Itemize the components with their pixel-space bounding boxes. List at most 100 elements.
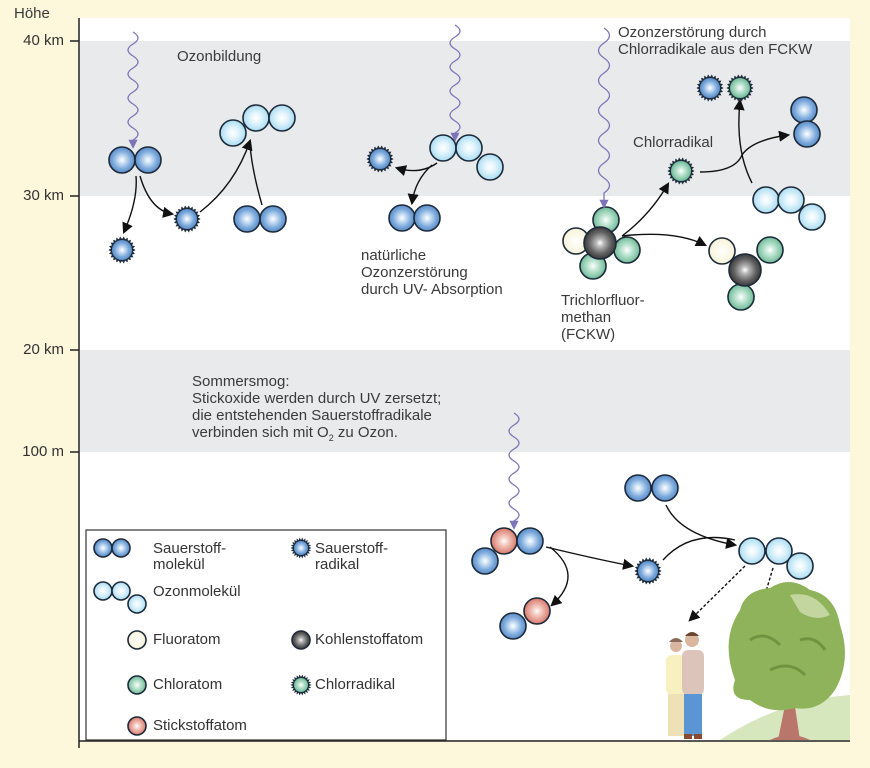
summer-smog-subscript: 2 <box>328 433 334 443</box>
chlorine-radical <box>667 157 695 185</box>
deposition-arrow <box>758 567 774 611</box>
tree-illustration <box>728 581 845 740</box>
legend-oxygen-molecule-icon <box>93 538 131 558</box>
cfc-molecule-label: Trichlorfluor- methan (FCKW) <box>561 292 645 343</box>
reaction-arrow <box>139 175 175 218</box>
nitrogen-dioxide-atom <box>471 547 499 575</box>
cfc-molecule-atom <box>583 226 617 260</box>
reaction-arrow <box>249 144 263 206</box>
oxygen-molecule-atom <box>790 96 818 124</box>
cfc-fragment <box>708 236 784 311</box>
uv-radiation-icon <box>597 27 611 209</box>
axis-ticks <box>70 40 79 453</box>
legend-carbon-atom-icon <box>291 630 311 650</box>
oxygen-radical <box>108 236 136 264</box>
legend-box <box>85 529 447 741</box>
nitrogen-dioxide <box>471 527 544 575</box>
ozone-molecule <box>429 134 504 181</box>
oxygen-molecule <box>790 96 821 148</box>
nitrogen-monoxide-atom <box>499 612 527 640</box>
uv-radiation-icon <box>449 24 461 142</box>
reaction-arrow <box>621 182 670 237</box>
oxygen-molecule <box>233 205 287 233</box>
legend-oxygen-molecule-icon-atom <box>111 538 131 558</box>
legend-label-nitrogen-atom: Stickstoffatom <box>153 717 247 734</box>
reaction-arrow <box>394 162 438 176</box>
ozone-molecule-atom <box>455 134 483 162</box>
troposphere-band <box>80 350 850 452</box>
legend-label-oxygen-radical: Sauerstoff- radikal <box>315 540 389 573</box>
legend-label-carbon-atom: Kohlenstoffatom <box>315 631 424 648</box>
summer-smog-text: Sommersmog: Stickoxide werden durch UV z… <box>192 373 441 447</box>
ozone-molecule-atom <box>798 203 826 231</box>
ozone-molecule-atom <box>476 153 504 181</box>
legend-label-oxygen-molecule: Sauerstoff- molekül <box>153 540 227 573</box>
cfc-destruction-title: Ozonzerstörung durch Chlorradikale aus d… <box>618 24 813 58</box>
reaction-arrow <box>545 546 635 570</box>
ozone-molecule-atom <box>752 186 780 214</box>
ozone-molecule-atom <box>765 537 793 565</box>
legend-nitrogen-atom-icon-atom <box>127 716 147 736</box>
cfc-molecule <box>562 206 641 280</box>
nitrogen-monoxide <box>499 597 551 640</box>
deposition-arrow <box>688 565 746 622</box>
ozone-molecule <box>752 186 826 231</box>
tick-label-20km: 20 km <box>23 341 64 358</box>
oxygen-molecule-atom <box>233 205 261 233</box>
cfc-fragment-atom <box>708 237 736 265</box>
nitrogen-dioxide-atom <box>516 527 544 555</box>
ozone-formation-title: Ozonbildung <box>177 48 262 65</box>
tick-label-30km: 30 km <box>23 187 64 204</box>
summer-smog-line3: verbinden sich mit O2 zu Ozon. <box>192 424 441 447</box>
oxygen-molecule-atom <box>108 146 136 174</box>
ozone-molecule <box>738 537 814 580</box>
uv-radiation-icon <box>127 31 139 149</box>
ozone-molecule-atom <box>219 119 247 147</box>
cfc-fragment-atom <box>728 253 762 287</box>
ozone-molecule <box>219 104 296 147</box>
ozone-molecule-atom <box>268 104 296 132</box>
summer-smog-line3-post: zu Ozon. <box>333 424 398 441</box>
cfc-fragment-atom <box>727 283 755 311</box>
summer-smog-title: Sommersmog: <box>192 373 290 390</box>
tick-label-100m: 100 m <box>22 443 64 460</box>
oxygen-molecule-atom <box>259 205 287 233</box>
legend-chlorine-radical-icon <box>290 674 312 696</box>
oxygen-radical <box>366 145 394 173</box>
legend-label-chlorine-radical: Chlorradikal <box>315 676 396 693</box>
ozone-molecule-atom <box>429 134 457 162</box>
oxygen-radical <box>634 557 662 585</box>
oxygen-radical <box>173 205 201 233</box>
summer-smog-line2: die entstehenden Sauerstoffradikale <box>192 407 432 424</box>
nitrogen-dioxide-atom <box>490 527 518 555</box>
reaction-arrow <box>122 175 137 235</box>
ozone-molecule-atom <box>786 552 814 580</box>
ozone-molecule-atom <box>777 186 805 214</box>
reaction-arrow <box>407 164 433 206</box>
ozone-molecule-atom <box>242 104 270 132</box>
legend-ozone-molecule-icon-atom <box>111 581 131 601</box>
nitrogen-monoxide-atom <box>523 597 551 625</box>
legend-oxygen-molecule-icon-atom <box>93 538 113 558</box>
axis-title: Höhe <box>14 5 50 22</box>
legend-chlorine-atom-icon-atom <box>127 675 147 695</box>
legend-fluorine-atom-icon-atom <box>127 630 147 650</box>
reaction-arrow <box>549 546 569 607</box>
cfc-fragment-atom <box>756 236 784 264</box>
legend-fluorine-atom-icon <box>127 630 147 650</box>
summer-smog-line1: Stickoxide werden durch UV zersetzt; <box>192 390 442 407</box>
oxygen-molecule-atom <box>624 474 652 502</box>
natural-destruction-caption: natürliche Ozonzerstörung durch UV- Abso… <box>361 247 503 298</box>
chlorine-radical-label: Chlorradikal <box>633 134 714 151</box>
oxygen-molecule <box>108 146 162 174</box>
oxygen-molecule-atom <box>413 204 441 232</box>
oxygen-molecule <box>388 204 441 232</box>
ozone-molecule-atom <box>738 537 766 565</box>
chlorine-oxide <box>696 74 754 102</box>
legend-ozone-molecule-icon-atom <box>93 581 113 601</box>
oxygen-molecule-atom <box>651 474 679 502</box>
oxygen-molecule <box>624 474 679 502</box>
legend-label-ozone-molecule: Ozonmolekül <box>153 583 241 600</box>
legend-label-fluorine-atom: Fluoratom <box>153 631 221 648</box>
